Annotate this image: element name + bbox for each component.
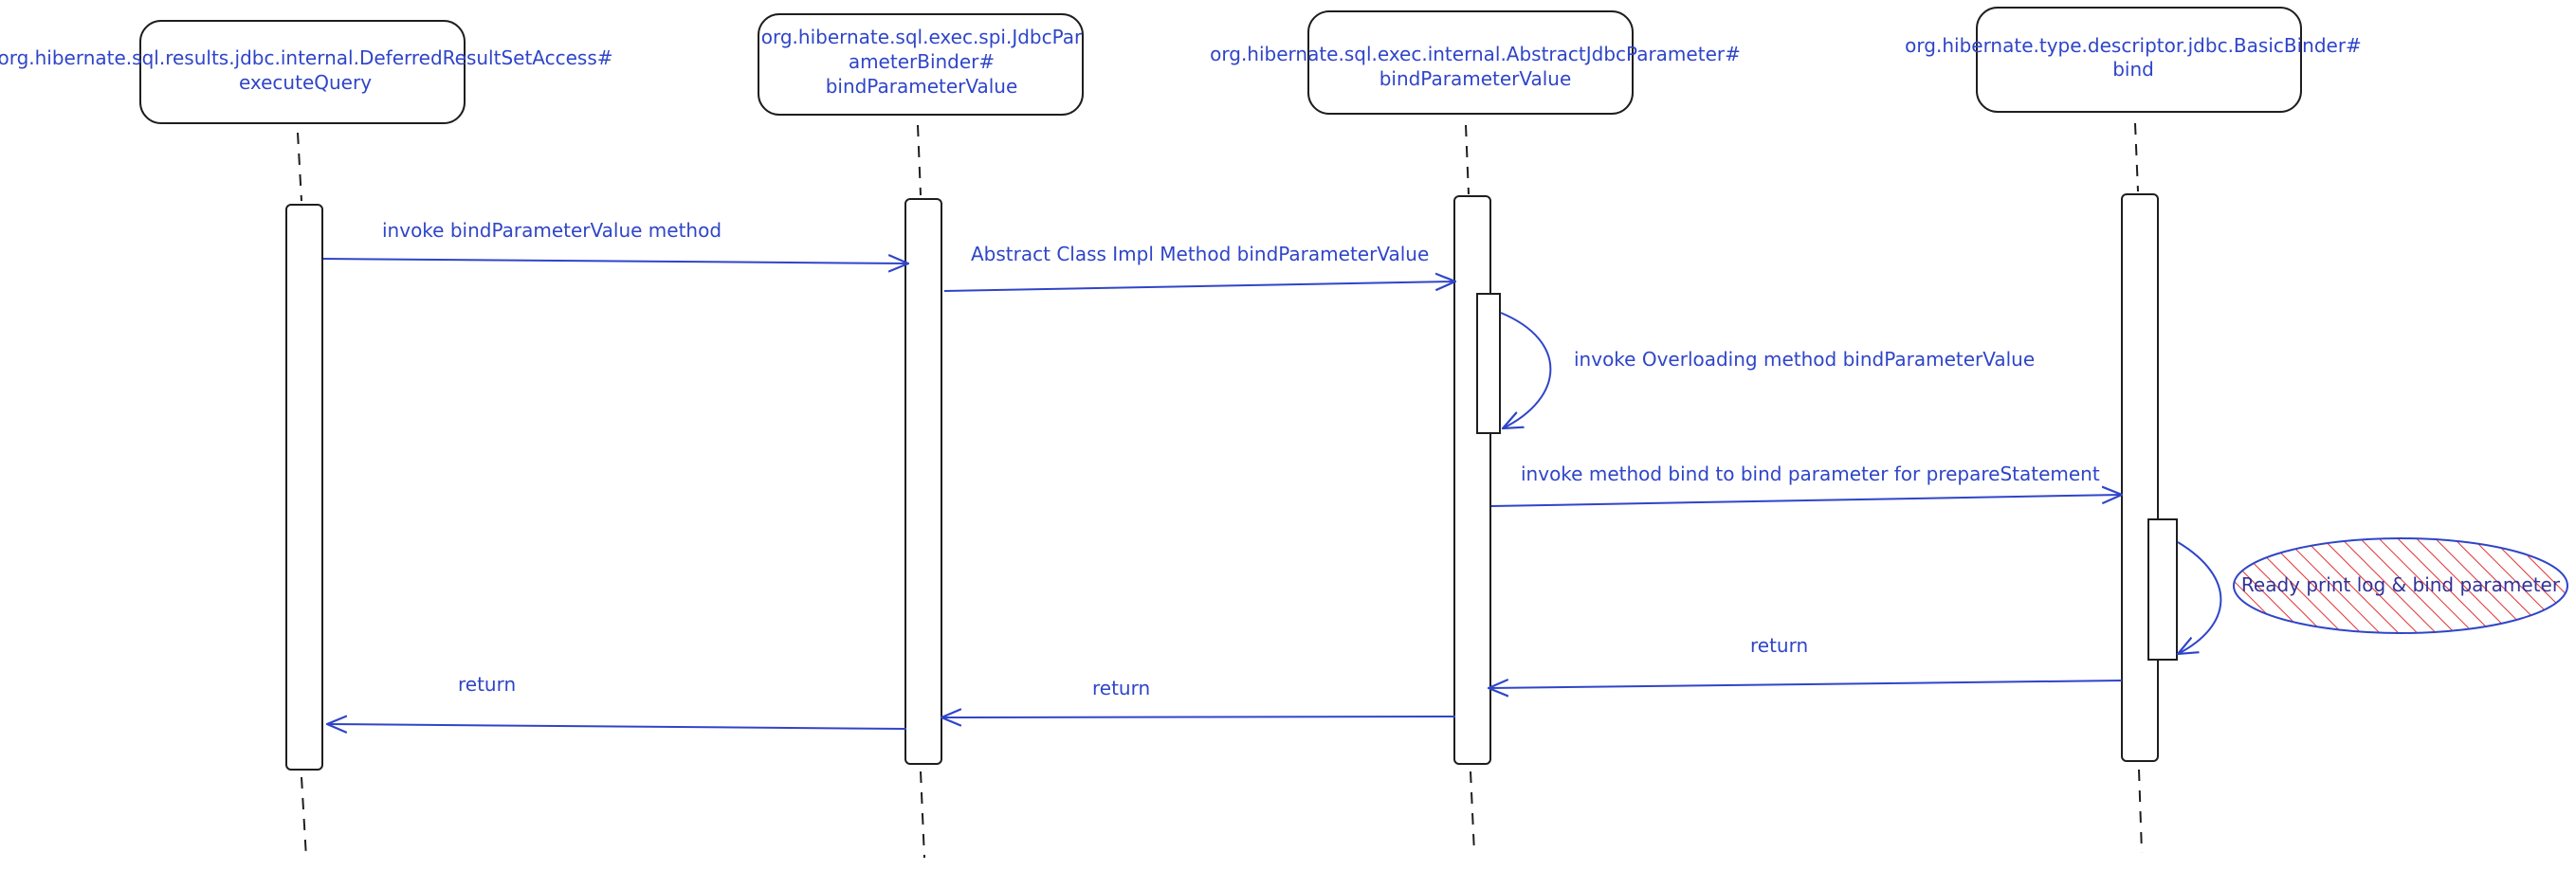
return-label: return (458, 673, 516, 696)
return-arrow (327, 724, 907, 729)
participant-box (758, 13, 1084, 116)
participant-abstract-jdbc-parameter: org.hibernate.sql.exec.internal.Abstract… (1210, 10, 1741, 115)
participant-box (1976, 7, 2302, 113)
message-arrow (322, 259, 908, 263)
message-label: invoke Overloading method bindParameterV… (1574, 348, 2035, 371)
lifeline-upper (2134, 122, 2139, 192)
lifeline-lower (2138, 769, 2143, 854)
activation-bar (904, 198, 942, 765)
return-arrow (1489, 680, 2123, 688)
participant-title-line-2: executeQuery (239, 71, 372, 94)
activation-bar (1453, 195, 1491, 765)
participant-basic-binder: org.hibernate.type.descriptor.jdbc.Basic… (1905, 7, 2362, 113)
lifeline-upper (1465, 124, 1470, 195)
lifeline-upper (917, 124, 922, 196)
message-label: Abstract Class Impl Method bindParameter… (971, 243, 1429, 265)
message-label: invoke bindParameterValue method (382, 219, 722, 242)
participant-title-line-2: bind (2112, 58, 2154, 81)
participant-box (139, 20, 466, 124)
lifeline-upper (297, 132, 302, 202)
note-ellipse: Ready print log & bind parameter (2233, 537, 2568, 634)
self-call-activation (2147, 518, 2178, 661)
message-label: invoke method bind to bind parameter for… (1521, 463, 2100, 485)
participant-title-line-1: org.hibernate.sql.exec.spi.JdbcPar (761, 26, 1083, 48)
self-call-arrow (2178, 541, 2222, 654)
activation-bar (285, 204, 323, 771)
lifeline-lower (1470, 771, 1475, 854)
participant-title-line-1: org.hibernate.sql.exec.internal.Abstract… (1210, 43, 1741, 65)
note-text: Ready print log & bind parameter (2241, 573, 2561, 596)
activation-bar (2121, 193, 2159, 762)
participant-box (1307, 10, 1634, 115)
lifeline-lower (920, 771, 925, 859)
participant-title-line-1: org.hibernate.sql.results.jdbc.internal.… (0, 46, 613, 69)
participant-title-line-2: bindParameterValue (1379, 67, 1572, 90)
message-arrow (1490, 495, 2122, 507)
participant-title-line-3: bindParameterValue (826, 75, 1018, 98)
participant-deferred-result-set-access: org.hibernate.sql.results.jdbc.internal.… (0, 20, 613, 124)
participant-title-line-2: ameterBinder# (849, 50, 995, 73)
participant-title-line-1: org.hibernate.type.descriptor.jdbc.Basic… (1905, 34, 2362, 57)
participant-jdbc-parameter-binder: org.hibernate.sql.exec.spi.JdbcPar amete… (758, 13, 1084, 116)
self-call-arrow (1501, 312, 1552, 428)
note-shape (2233, 537, 2568, 634)
lifeline-lower (301, 776, 307, 859)
return-label: return (1092, 677, 1150, 699)
return-label: return (1750, 634, 1808, 657)
self-call-activation (1476, 293, 1501, 434)
message-arrow (943, 281, 1455, 292)
